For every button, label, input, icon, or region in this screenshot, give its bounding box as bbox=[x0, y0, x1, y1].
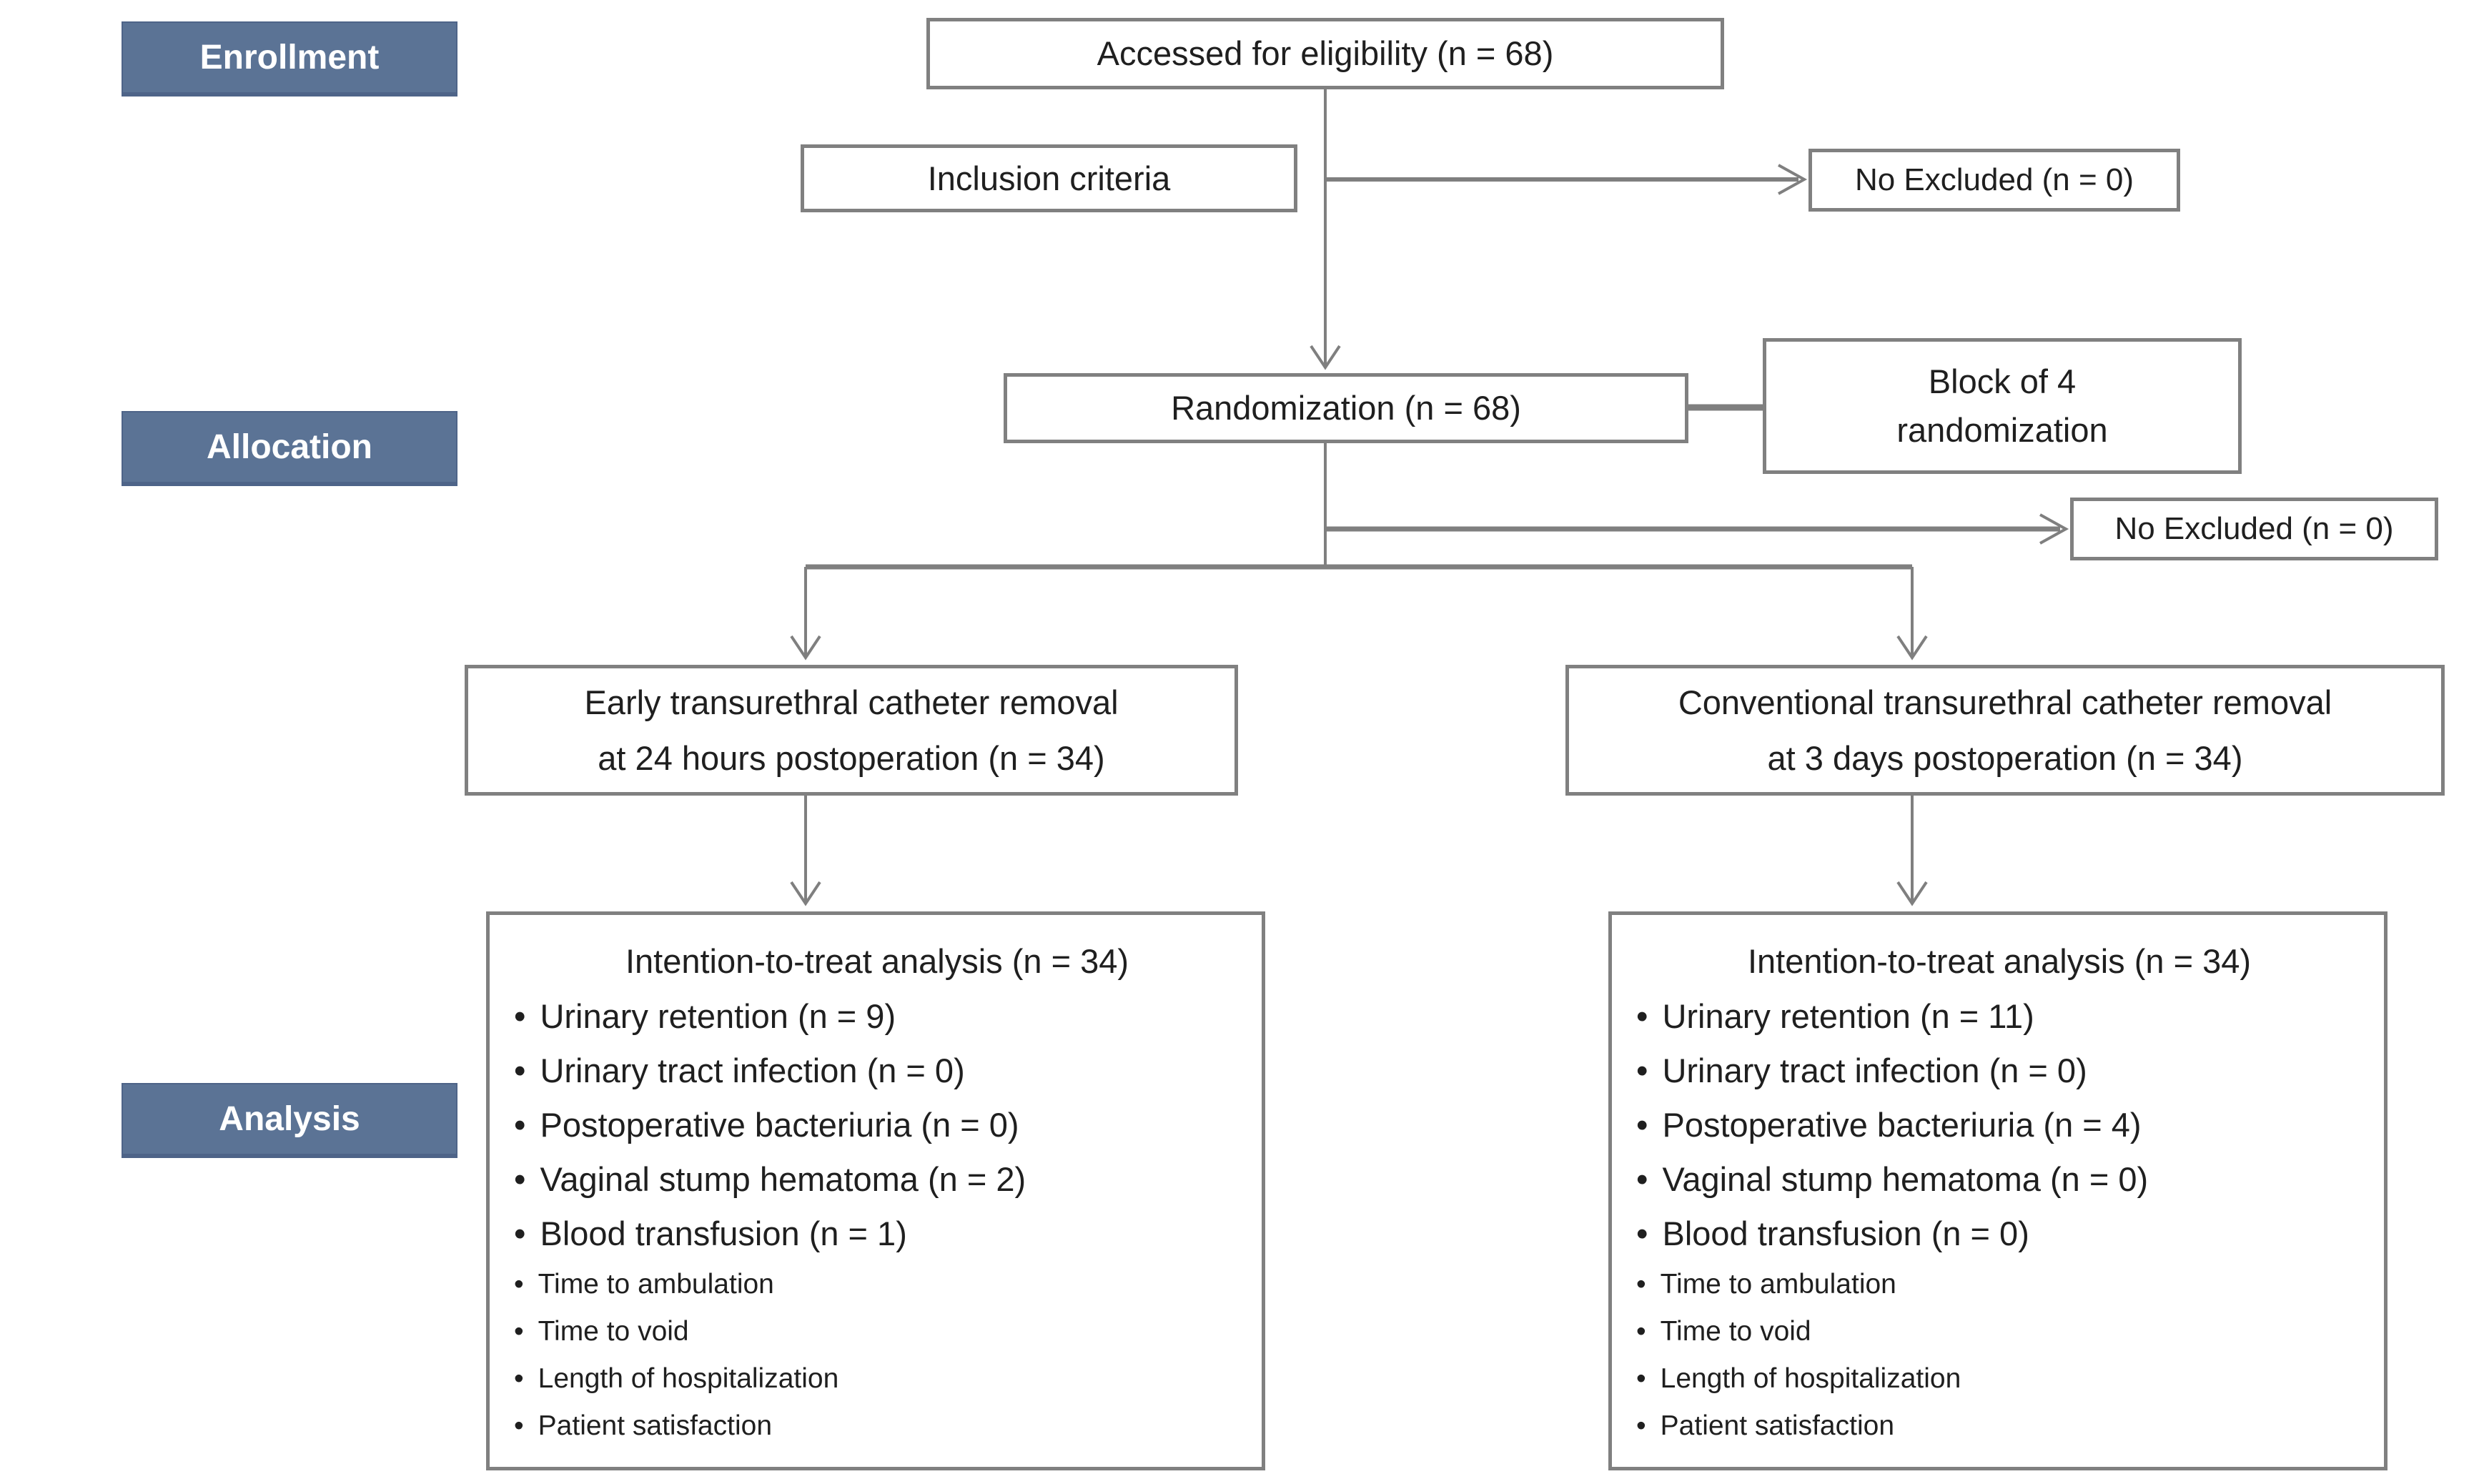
analysis-item-text: Vaginal stump hematoma (n = 2) bbox=[540, 1160, 1026, 1198]
arm-conventional-removal-box: Conventional transurethral catheter remo… bbox=[1565, 665, 2445, 796]
analysis-item-text: Length of hospitalization bbox=[1660, 1363, 1961, 1394]
analysis-item-text: Urinary retention (n = 9) bbox=[540, 997, 896, 1035]
analysis-item-text: Postoperative bacteriuria (n = 4) bbox=[1662, 1106, 2142, 1144]
analysis-item: • Patient satisfaction bbox=[1636, 1403, 2362, 1450]
arrowhead-right-excluded-top bbox=[1778, 164, 1808, 195]
analysis-item: • Length of hospitalization bbox=[514, 1355, 1240, 1403]
analysis-right-box: Intention-to-treat analysis (n = 34) • U… bbox=[1608, 911, 2387, 1470]
phase-label-enrollment: Enrollment bbox=[122, 21, 457, 97]
analysis-item-text: Vaginal stump hematoma (n = 0) bbox=[1662, 1160, 2149, 1198]
bullet-icon: • bbox=[1636, 1106, 1648, 1144]
arm-early-removal-box: Early transurethral catheter removal at … bbox=[465, 665, 1238, 796]
analysis-item-text: Length of hospitalization bbox=[538, 1363, 839, 1394]
arm-early-removal-line1: Early transurethral catheter removal bbox=[584, 683, 1119, 721]
analysis-item: • Urinary tract infection (n = 0) bbox=[514, 1044, 1240, 1098]
arm-early-removal-line2: at 24 hours postoperation (n = 34) bbox=[598, 738, 1105, 777]
bullet-icon: • bbox=[1636, 1160, 1648, 1198]
phase-label-allocation: Allocation bbox=[122, 411, 457, 486]
arm-conventional-removal-line2: at 3 days postoperation (n = 34) bbox=[1767, 738, 2243, 777]
analysis-item-text: Patient satisfaction bbox=[1660, 1410, 1895, 1441]
bullet-icon: • bbox=[514, 1269, 524, 1300]
analysis-item: • Blood transfusion (n = 0) bbox=[1636, 1207, 2362, 1261]
analysis-item-text: Time to void bbox=[1660, 1316, 1811, 1347]
inclusion-criteria-text: Inclusion criteria bbox=[927, 159, 1171, 197]
arrowhead-down-analysis-left bbox=[790, 881, 821, 906]
analysis-left-title: Intention-to-treat analysis (n = 34) bbox=[625, 942, 1129, 980]
bullet-icon: • bbox=[1636, 1269, 1646, 1300]
analysis-item-text: Urinary tract infection (n = 0) bbox=[1662, 1052, 2087, 1089]
block-randomization-line2: randomization bbox=[1896, 411, 2108, 449]
analysis-item-text: Time to ambulation bbox=[1660, 1269, 1896, 1300]
excluded-enrollment-text: No Excluded (n = 0) bbox=[1854, 162, 2134, 197]
block-randomization-line1: Block of 4 bbox=[1928, 362, 2077, 400]
excluded-enrollment-box: No Excluded (n = 0) bbox=[1808, 149, 2180, 212]
arm-conventional-removal-line1: Conventional transurethral catheter remo… bbox=[1678, 683, 2332, 721]
bullet-icon: • bbox=[514, 1106, 526, 1144]
analysis-item: • Urinary tract infection (n = 0) bbox=[1636, 1044, 2362, 1098]
analysis-item: • Vaginal stump hematoma (n = 0) bbox=[1636, 1152, 2362, 1207]
bullet-icon: • bbox=[514, 1052, 526, 1089]
analysis-item-text: Urinary retention (n = 11) bbox=[1662, 997, 2034, 1035]
excluded-allocation-text: No Excluded (n = 0) bbox=[2114, 511, 2394, 546]
bullet-icon: • bbox=[514, 997, 526, 1035]
phase-label-analysis: Analysis bbox=[122, 1083, 457, 1158]
analysis-item: • Patient satisfaction bbox=[514, 1403, 1240, 1450]
bullet-icon: • bbox=[514, 1316, 524, 1347]
arrowhead-down-randomization bbox=[1310, 345, 1341, 370]
analysis-item: • Urinary retention (n = 9) bbox=[514, 989, 1240, 1044]
bullet-icon: • bbox=[514, 1410, 524, 1441]
block-randomization-box: Block of 4 randomization bbox=[1763, 338, 2242, 474]
analysis-item: • Postoperative bacteriuria (n = 0) bbox=[514, 1098, 1240, 1152]
analysis-item-text: Postoperative bacteriuria (n = 0) bbox=[540, 1106, 1019, 1144]
analysis-item: • Urinary retention (n = 11) bbox=[1636, 989, 2362, 1044]
analysis-item-text: Time to ambulation bbox=[538, 1269, 774, 1300]
analysis-item: • Time to void bbox=[514, 1308, 1240, 1355]
randomization-text: Randomization (n = 68) bbox=[1171, 389, 1521, 427]
arrowhead-down-arm-right bbox=[1896, 635, 1928, 661]
bullet-icon: • bbox=[1636, 1363, 1646, 1394]
analysis-item-text: Blood transfusion (n = 1) bbox=[540, 1215, 907, 1252]
bullet-icon: • bbox=[1636, 1316, 1646, 1347]
arrowhead-down-analysis-right bbox=[1896, 881, 1928, 906]
bullet-icon: • bbox=[1636, 1215, 1648, 1252]
analysis-item: • Time to void bbox=[1636, 1308, 2362, 1355]
bullet-icon: • bbox=[1636, 1410, 1646, 1441]
analysis-item-text: Time to void bbox=[538, 1316, 689, 1347]
eligibility-box: Accessed for eligibility (n = 68) bbox=[926, 18, 1724, 89]
bullet-icon: • bbox=[514, 1160, 526, 1198]
excluded-allocation-box: No Excluded (n = 0) bbox=[2070, 498, 2438, 560]
analysis-item: • Vaginal stump hematoma (n = 2) bbox=[514, 1152, 1240, 1207]
analysis-item: • Time to ambulation bbox=[514, 1261, 1240, 1308]
analysis-item: • Postoperative bacteriuria (n = 4) bbox=[1636, 1098, 2362, 1152]
arrowhead-right-excluded-mid bbox=[2039, 513, 2069, 545]
analysis-left-box: Intention-to-treat analysis (n = 34) • U… bbox=[486, 911, 1265, 1470]
inclusion-criteria-box: Inclusion criteria bbox=[801, 144, 1297, 212]
arrowhead-down-arm-left bbox=[790, 635, 821, 661]
bullet-icon: • bbox=[1636, 1052, 1648, 1089]
analysis-item: • Length of hospitalization bbox=[1636, 1355, 2362, 1403]
eligibility-text: Accessed for eligibility (n = 68) bbox=[1097, 34, 1554, 72]
analysis-item-text: Blood transfusion (n = 0) bbox=[1662, 1215, 2029, 1252]
bullet-icon: • bbox=[1636, 997, 1648, 1035]
randomization-box: Randomization (n = 68) bbox=[1004, 373, 1688, 443]
analysis-item: • Time to ambulation bbox=[1636, 1261, 2362, 1308]
analysis-item-text: Urinary tract infection (n = 0) bbox=[540, 1052, 965, 1089]
analysis-item: • Blood transfusion (n = 1) bbox=[514, 1207, 1240, 1261]
bullet-icon: • bbox=[514, 1215, 526, 1252]
bullet-icon: • bbox=[514, 1363, 524, 1394]
analysis-item-text: Patient satisfaction bbox=[538, 1410, 773, 1441]
analysis-right-title: Intention-to-treat analysis (n = 34) bbox=[1747, 942, 2252, 980]
